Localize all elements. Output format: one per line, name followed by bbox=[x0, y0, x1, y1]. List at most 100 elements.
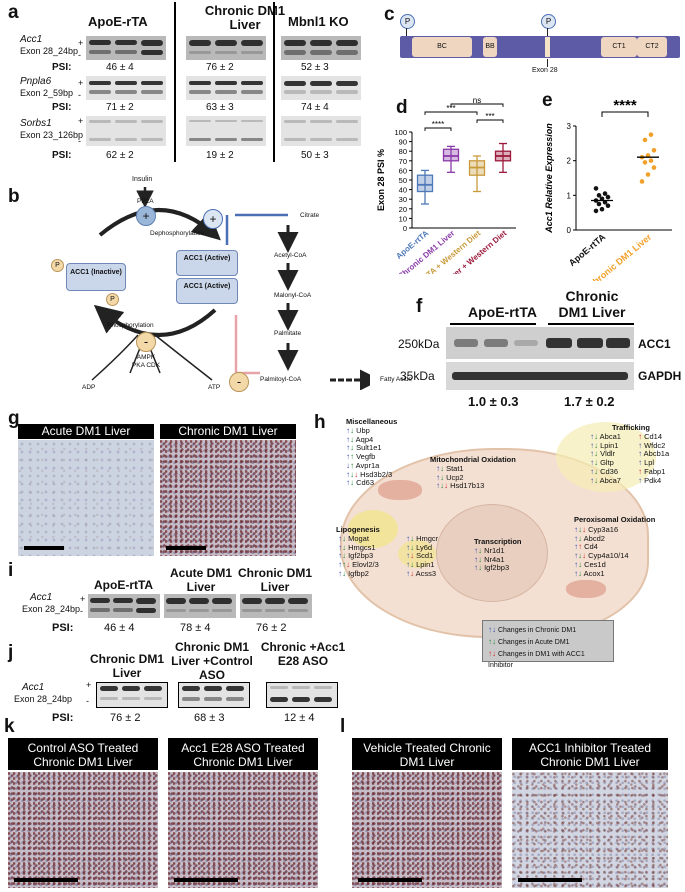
j-gene: Acc1 bbox=[22, 682, 45, 693]
a-gel-pnpla6-1 bbox=[86, 76, 166, 100]
a-gene-pnpla6: Pnpla6 bbox=[20, 76, 52, 87]
h-gene: Cd63 bbox=[356, 478, 375, 488]
c-domain-bc: BC bbox=[412, 37, 472, 57]
k-scale-bar-2 bbox=[174, 878, 238, 882]
h-gene: Hsd3b2/3 bbox=[360, 469, 393, 479]
i-psi-label: PSI: bbox=[52, 622, 74, 634]
b-insulin: Insulin bbox=[132, 176, 153, 183]
panel-j-label: j bbox=[8, 642, 14, 663]
h-title-perox: Peroxisomal Oxidation bbox=[574, 515, 656, 524]
panel-b-label: b bbox=[8, 186, 20, 207]
e-point bbox=[648, 132, 654, 137]
d-bracket bbox=[424, 111, 478, 115]
h-title-mito: Mitochondrial Oxidation bbox=[430, 455, 516, 464]
h-gene: Cyp3a16 bbox=[588, 525, 619, 534]
b-fatty-acids: Fatty Acids bbox=[380, 376, 412, 383]
k-scale-bar-1 bbox=[14, 878, 78, 882]
f-protein-gapdh: GAPDH bbox=[638, 369, 682, 383]
b-kinases: AMPK PKA CDK bbox=[131, 354, 161, 369]
b-malonyl: Malonyl-CoA bbox=[274, 292, 312, 299]
a-psi-sorbs1-1: 62 ± 2 bbox=[106, 150, 134, 161]
j-cond-3: Chronic +Acc1 E28 ASO bbox=[260, 640, 346, 668]
f-cond-2: Chronic DM1 Liver bbox=[558, 288, 626, 320]
a-gel-acc1-3 bbox=[281, 36, 361, 60]
i-cond-1: ApoE-rtTA bbox=[94, 578, 154, 592]
e-point bbox=[599, 206, 605, 212]
k-title-1: Control ASO Treated Chronic DM1 Liver bbox=[8, 738, 158, 770]
l-scale-bar-2 bbox=[518, 878, 582, 882]
j-psi-label: PSI: bbox=[52, 712, 74, 724]
panel-g-label: g bbox=[8, 408, 20, 429]
a-exon-acc1: Exon 28_24bp bbox=[20, 46, 79, 56]
i-minus: - bbox=[80, 606, 83, 616]
e-point bbox=[605, 203, 611, 209]
a-psi-label-1: PSI: bbox=[52, 62, 72, 73]
b-minus-circle-2: - bbox=[229, 372, 249, 392]
g-title-1: Acute DM1 Liver bbox=[18, 424, 154, 439]
a-gene-acc1: Acc1 bbox=[20, 34, 43, 45]
d-y-tick-label: 10 bbox=[399, 214, 407, 223]
d-bracket bbox=[476, 119, 504, 123]
f-blot-gapdh bbox=[446, 362, 634, 390]
e-point bbox=[642, 137, 648, 143]
d-y-tick-label: 90 bbox=[399, 138, 407, 147]
h-gene: Igf2bp3 bbox=[484, 563, 510, 573]
a-minus: - bbox=[78, 136, 81, 146]
h-list-misc: ↑↓ Ubp ↑↓ Aqp4 ↑↓ Sult1e1 ↑↑ Vegfb ↓↑ Av… bbox=[346, 426, 393, 488]
h-gene: Abcd2 bbox=[583, 533, 605, 543]
d-bracket-label: *** bbox=[485, 112, 494, 121]
e-y-tick-label: 2 bbox=[567, 157, 572, 166]
b-palmitate: Palmitate bbox=[274, 330, 302, 337]
b-acetyl: Acetyl-CoA bbox=[274, 252, 307, 259]
e-point bbox=[593, 208, 599, 214]
i-gel-3 bbox=[240, 594, 312, 618]
e-point bbox=[651, 165, 657, 170]
d-bracket-label: ns bbox=[473, 96, 481, 105]
h-gene: Sult1e1 bbox=[356, 443, 382, 453]
a-divider-2 bbox=[273, 2, 275, 162]
e-significance: **** bbox=[613, 97, 637, 114]
l-image-vehicle bbox=[352, 772, 502, 888]
h-gene: Igf2bp3 bbox=[348, 551, 374, 561]
j-exon: Exon 28_24bp bbox=[14, 694, 73, 704]
a-cond-2: Chronic DM1 Liver bbox=[204, 3, 286, 32]
g-scale-bar-1 bbox=[24, 546, 64, 550]
a-plus: + bbox=[78, 116, 84, 126]
j-gel-2 bbox=[178, 682, 250, 708]
l-image-inhibitor bbox=[512, 772, 668, 888]
i-gel-1 bbox=[88, 594, 160, 618]
b-acc1-active-1: ACC1 (Active) bbox=[176, 250, 238, 276]
i-cond-2: Acute DM1 Liver bbox=[169, 566, 232, 594]
e-y-tick-label: 1 bbox=[567, 191, 572, 200]
i-cond-3: Chronic DM1 Liver bbox=[238, 566, 313, 594]
h-gene: Nr1d1 bbox=[484, 546, 505, 555]
j-gel-1 bbox=[96, 682, 168, 708]
h-gene: Stat1 bbox=[446, 464, 464, 473]
h-gene: Acss3 bbox=[415, 568, 437, 578]
h-gene: Gltp bbox=[600, 458, 614, 468]
c-domain-ct1: CT1 bbox=[601, 37, 637, 57]
f-cond-1: ApoE-rtTA bbox=[468, 304, 537, 320]
c-p-stem-2 bbox=[547, 28, 548, 36]
b-p-circle-1: P bbox=[51, 259, 64, 272]
a-cond-1: ApoE-rTA bbox=[88, 14, 148, 29]
a-exon-sorbs1: Exon 23_126bp bbox=[20, 130, 84, 140]
e-point bbox=[596, 201, 602, 207]
k-image-aso bbox=[168, 772, 318, 888]
h-gene: Avpr1a bbox=[355, 460, 380, 470]
h-legend-chronic: Changes in Chronic DM1 bbox=[497, 627, 577, 634]
a-gel-acc1-1 bbox=[86, 36, 166, 60]
h-gene: Hmgcr bbox=[416, 534, 439, 543]
e-y-tick-label: 3 bbox=[567, 122, 572, 131]
l-title-2: ACC1 Inhibitor Treated Chronic DM1 Liver bbox=[512, 738, 668, 770]
f-blot-acc1 bbox=[446, 327, 634, 359]
h-gene: Hmgcs1 bbox=[348, 542, 376, 552]
h-title-traf: Trafficking bbox=[612, 423, 650, 432]
h-gene: Ucp2 bbox=[446, 472, 464, 482]
k-image-control bbox=[8, 772, 158, 888]
h-gene: Wfdc2 bbox=[644, 440, 666, 450]
i-exon: Exon 28_24bp bbox=[22, 604, 81, 614]
h-legend-acute: Changes in Acute DM1 bbox=[497, 639, 570, 646]
h-title-trans: Transcription bbox=[474, 537, 522, 546]
j-psi-3: 12 ± 4 bbox=[284, 712, 315, 724]
